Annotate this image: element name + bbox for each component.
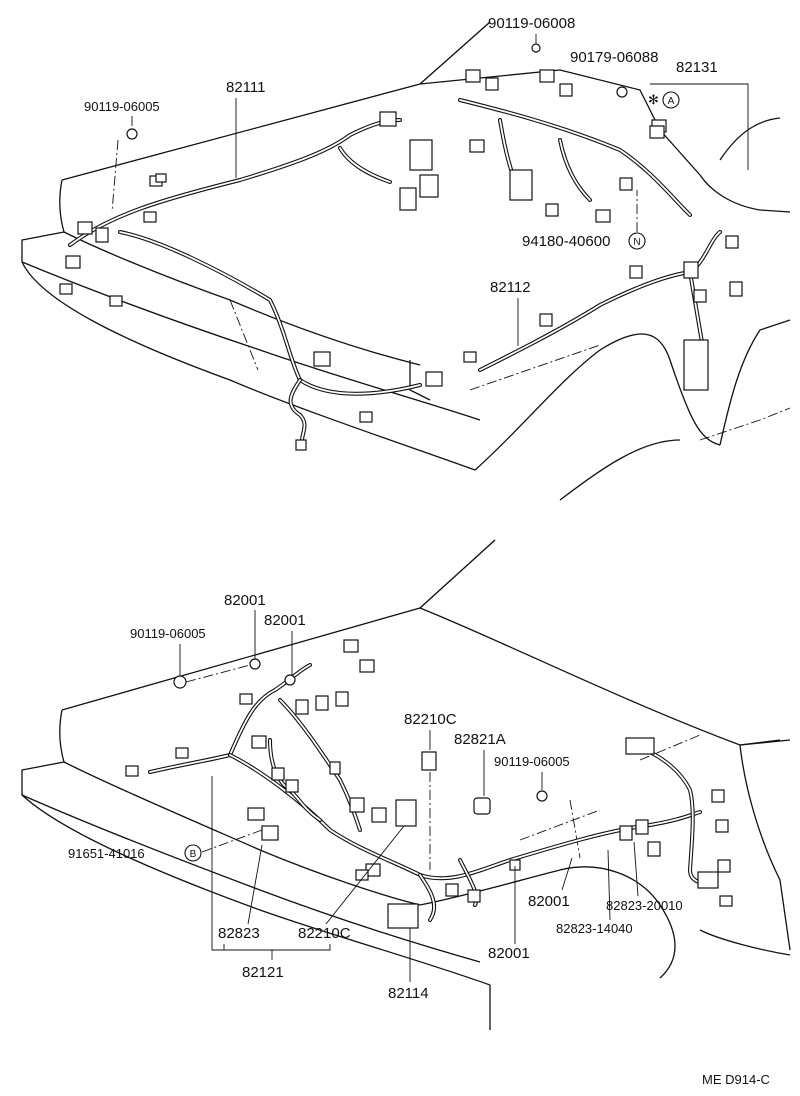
label-82821A: 82821A (454, 731, 506, 748)
label-82823: 82823 (218, 925, 260, 942)
label-82131: 82131 (676, 59, 718, 76)
label-82823-20010: 82823-20010 (606, 898, 683, 913)
mark-n-text: N (633, 237, 640, 248)
label-82001-b: 82001 (264, 612, 306, 629)
upper-labels: 90119-06008 90179-06088 82131 ✻ A 82111 … (84, 15, 749, 346)
bolt-icon (173, 675, 187, 689)
asterisk-mark: ✻ (648, 92, 659, 107)
diagram-code: ME D914-C (702, 1072, 770, 1087)
label-82112: 82112 (490, 279, 531, 296)
relay-82001-icon (249, 658, 261, 670)
mark-b-badge (184, 844, 202, 862)
label-90119-06005-top: 90119-06005 (84, 99, 160, 114)
nut-icon (616, 86, 628, 98)
mark-a-text: A (668, 96, 675, 107)
label-90119-06005-lower-right: 90119-06005 (494, 754, 570, 769)
lower-car-body (21, 539, 791, 1030)
bolt-icon (531, 43, 541, 53)
lower-connectors (125, 639, 733, 929)
label-90119-06005-lower-left: 90119-06005 (130, 626, 206, 641)
mark-n-badge (628, 232, 646, 250)
label-82114: 82114 (388, 985, 429, 1002)
upper-car-body (21, 21, 791, 501)
label-90179-06088: 90179-06088 (570, 49, 658, 66)
label-82823-14040: 82823-14040 (556, 921, 633, 936)
connector-82114-block (387, 903, 419, 929)
label-82210C-top: 82210C (404, 711, 457, 728)
label-90119-06008: 90119-06008 (488, 15, 575, 32)
label-82001-a: 82001 (224, 592, 266, 609)
lower-labels: 82001 82001 90119-06005 82210C 82821A 90… (68, 592, 683, 1002)
bolt-icon (126, 128, 138, 140)
label-82121: 82121 (242, 964, 284, 981)
label-82210C-bottom: 82210C (298, 925, 351, 942)
label-94180-40600: 94180-40600 (522, 233, 610, 250)
label-82001-c: 82001 (528, 893, 570, 910)
label-91651-41016: 91651-41016 (68, 846, 145, 861)
connector-82821A-icon (473, 797, 491, 815)
mark-a-badge (662, 91, 680, 109)
upper-harness-82111 (68, 98, 722, 447)
connector-82210C-icon (421, 751, 437, 771)
label-82001-d: 82001 (488, 945, 530, 962)
relay-82001-icon (284, 674, 296, 686)
label-82111: 82111 (226, 79, 266, 96)
upper-connectors (59, 69, 743, 451)
mark-b-text: B (190, 849, 197, 860)
bolt-icon (536, 790, 548, 802)
